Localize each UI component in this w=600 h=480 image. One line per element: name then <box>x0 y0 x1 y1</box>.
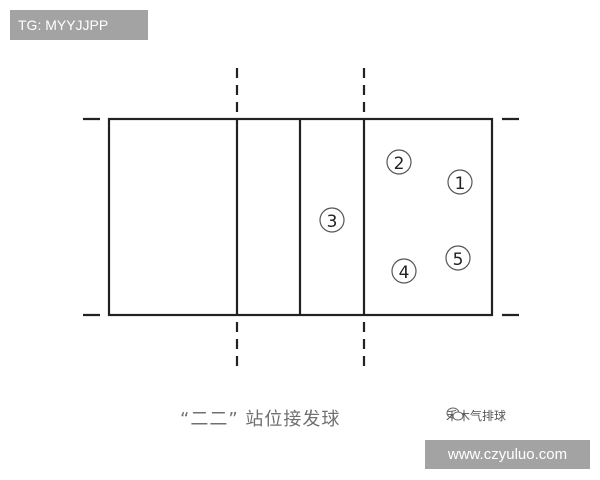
player-4-label: 4 <box>399 263 410 283</box>
brand-mark: 禾木气排球 <box>446 407 506 424</box>
wechat-icon <box>446 407 464 421</box>
player-5: 5 <box>445 245 471 271</box>
player-3-label: 3 <box>327 212 338 232</box>
player-4: 4 <box>391 258 417 284</box>
watermark-tag-top: TG: MYYJJPP <box>10 10 148 40</box>
player-2: 2 <box>386 149 412 175</box>
player-5-label: 5 <box>453 250 464 270</box>
player-1-label: 1 <box>455 174 466 194</box>
player-1: 1 <box>447 169 473 195</box>
player-2-label: 2 <box>394 154 405 174</box>
player-3: 3 <box>319 207 345 233</box>
watermark-tag-bottom: www.czyuluo.com <box>425 440 590 469</box>
diagram-caption: “二二” 站位接发球 <box>180 409 341 430</box>
